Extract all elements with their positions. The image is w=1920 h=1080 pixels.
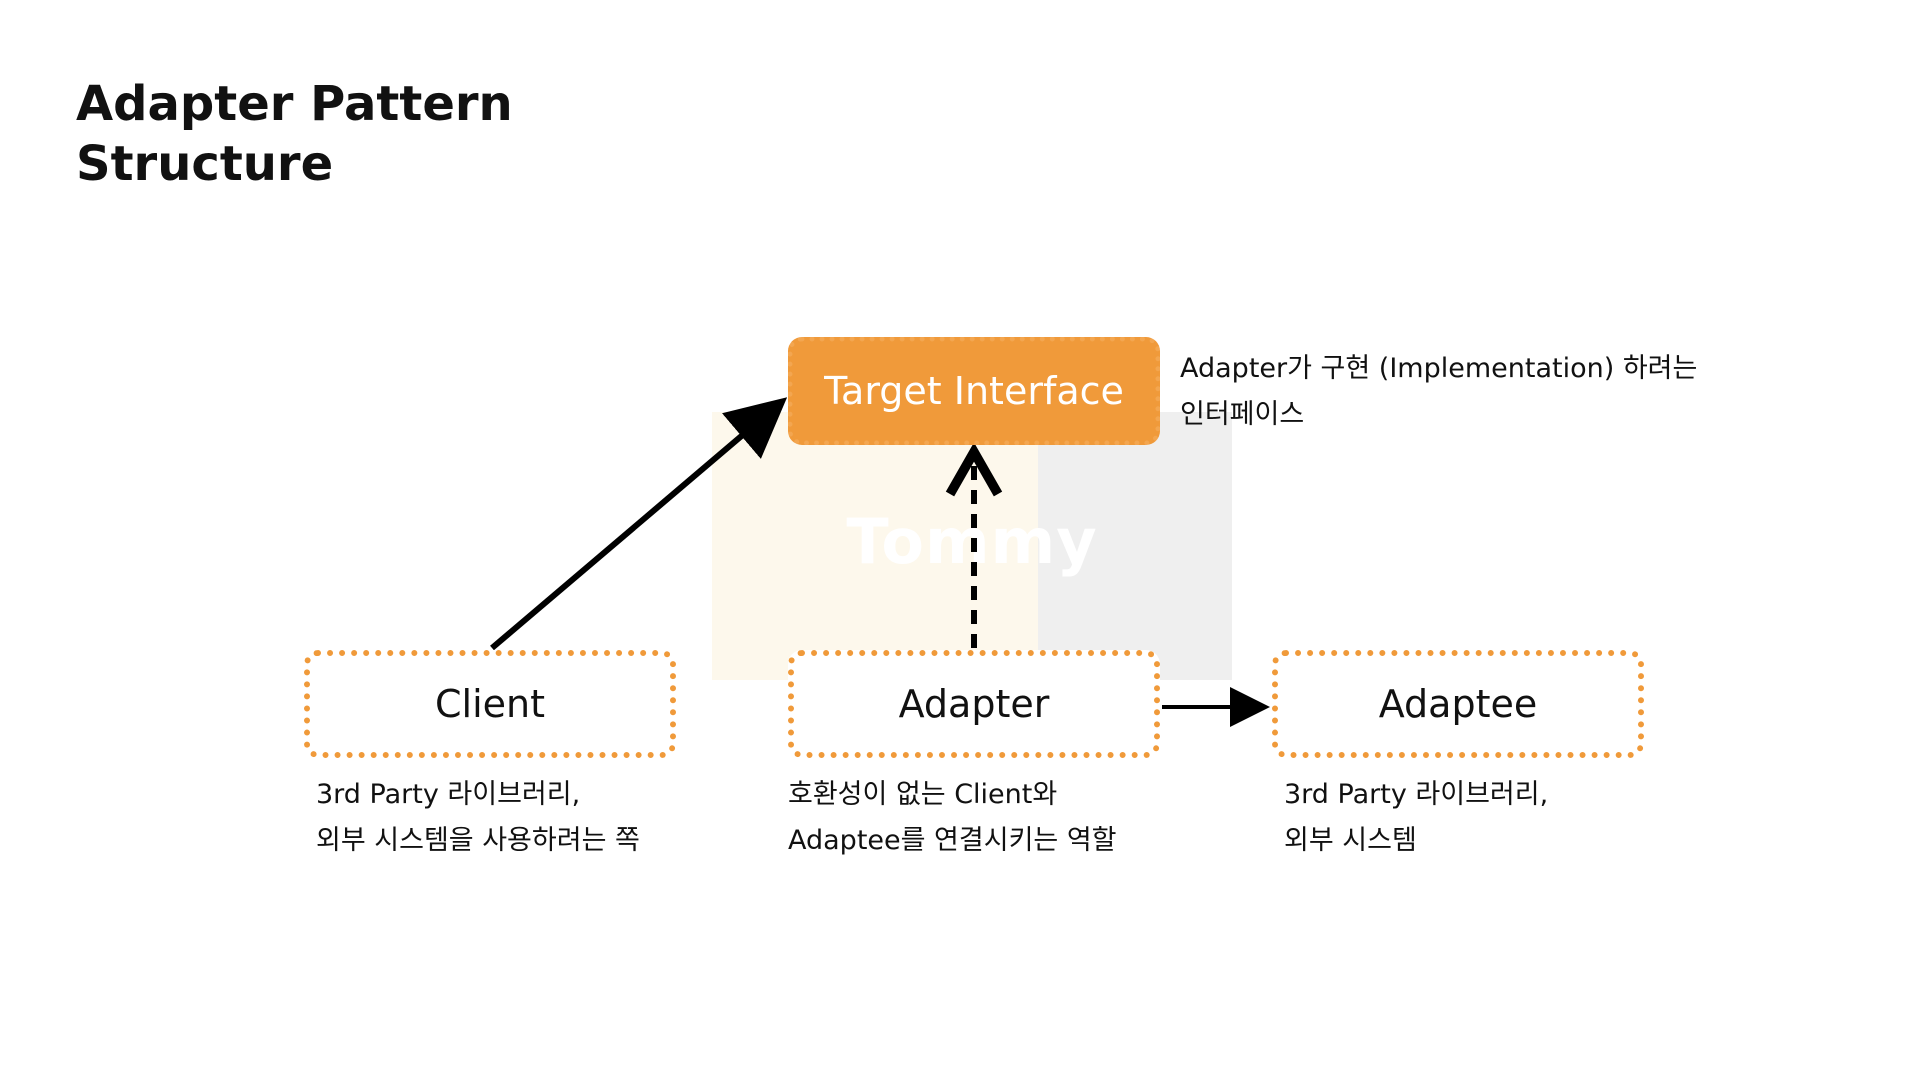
page-title-line2: Structure [76, 136, 334, 192]
client-label: Client [434, 682, 545, 726]
adaptee-caption: 3rd Party 라이브러리, 외부 시스템 [1284, 772, 1548, 864]
adapter-caption-line: 호환성이 없는 Client와 [788, 779, 1058, 810]
adaptee-caption-line: 3rd Party 라이브러리, [1284, 779, 1549, 810]
page-title-line1: Adapter Pattern [76, 76, 513, 132]
target-caption-line: 인터페이스 [1180, 399, 1305, 430]
target-caption: Adapter가 구현 (Implementation) 하려는 인터페이스 [1180, 346, 1697, 438]
target-caption-line: Adapter가 구현 (Implementation) 하려는 [1180, 353, 1698, 384]
page-title: Adapter Pattern Structure [76, 74, 596, 194]
target-interface-label: Target Interface [824, 369, 1124, 413]
adaptee-caption-line: 외부 시스템 [1284, 825, 1417, 856]
adapter-caption-line: Adaptee를 연결시키는 역할 [788, 825, 1117, 856]
adaptee-node: Adaptee [1272, 650, 1644, 758]
edge-client-to-target [490, 397, 788, 651]
client-node: Client [304, 650, 676, 758]
client-caption-line: 외부 시스템을 사용하려는 쪽 [316, 825, 640, 856]
client-caption-line: 3rd Party 라이브러리, [316, 779, 581, 810]
target-interface-node: Target Interface [788, 337, 1160, 445]
adapter-caption: 호환성이 없는 Client와 Adaptee를 연결시키는 역할 [788, 772, 1117, 864]
adapter-node: Adapter [788, 650, 1160, 758]
watermark-background-right [1038, 412, 1232, 680]
adapter-label: Adapter [898, 682, 1050, 726]
adaptee-label: Adaptee [1378, 682, 1538, 726]
client-caption: 3rd Party 라이브러리, 외부 시스템을 사용하려는 쪽 [316, 772, 640, 864]
